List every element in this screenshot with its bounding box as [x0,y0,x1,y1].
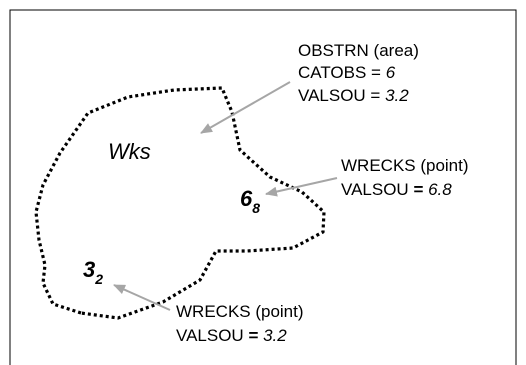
wreck-deep-valsou-value: 6.8 [423,180,452,199]
obstruction-pointer-arrow [200,81,291,134]
wreck-deep-valsou-line: VALSOU = 6.8 [341,180,452,199]
wreck-deep-class-label: WRECKS (point) [341,156,469,175]
catobs-key: CATOBS = [298,63,386,82]
obstruction-valsou-value: 3.2 [385,86,409,105]
wreck-shallow-valsou-eq: = [248,326,258,345]
wreck-deep-valsou-key: VALSOU [341,180,413,199]
wreck-deep-pointer-arrow [265,177,338,197]
obstruction-valsou-key: VALSOU = [298,86,385,105]
wreck-deep-sounding-decimal: 8 [252,200,260,216]
wks-area-label: Wks [108,139,151,164]
wreck-deep-valsou-eq: = [413,180,423,199]
obstruction-area-outline [34,86,326,320]
wreck-shallow-class-label: WRECKS (point) [176,302,304,321]
wreck-shallow-valsou-value: 3.2 [258,326,287,345]
obstruction-catobs-line: CATOBS = 6 [298,63,396,82]
frame-border [9,9,517,365]
catobs-value: 6 [386,63,396,82]
obstruction-class-label: OBSTRN (area) [298,41,419,60]
wreck-shallow-sounding-whole: 3 [83,257,95,282]
wreck-deep-sounding: 68 [240,186,260,216]
wreck-shallow-valsou-key: VALSOU [176,326,248,345]
wreck-shallow-sounding-decimal: 2 [94,271,103,287]
wreck-shallow-pointer-arrow [113,284,171,311]
obstruction-valsou-line: VALSOU = 3.2 [298,86,409,105]
wreck-shallow-sounding: 32 [83,257,103,287]
wreck-deep-sounding-whole: 6 [240,186,253,211]
wreck-shallow-valsou-line: VALSOU = 3.2 [176,326,287,345]
